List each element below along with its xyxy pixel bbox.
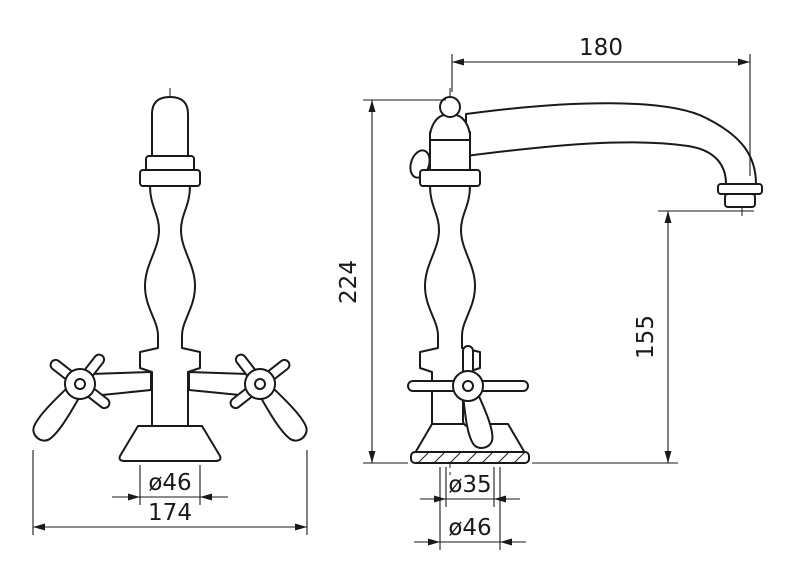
spout-outlet-flange [717, 183, 763, 195]
arrowhead [500, 538, 512, 546]
side-handle-lever [462, 395, 494, 449]
dimension-label-overall-width: 174 [148, 500, 192, 526]
left-cross-handle [32, 353, 111, 442]
arrowhead [664, 211, 672, 223]
side-view: 180 224 155 ø35 [336, 35, 763, 550]
spout [465, 102, 757, 185]
side-flange [419, 169, 481, 187]
dimension-overall-width: 174 [32, 450, 308, 535]
arrowhead [128, 493, 140, 501]
base-plate-hatching [417, 451, 526, 464]
arrowhead [368, 100, 376, 112]
right-handle-lever [260, 388, 308, 442]
dimension-label-shank-diameter: ø35 [448, 472, 491, 498]
right-cross-handle [229, 353, 308, 442]
dimension-label-side-base-diameter: ø46 [448, 515, 491, 541]
dimension-label-overall-height: 224 [336, 260, 362, 304]
right-handle-hub-center [254, 378, 266, 390]
dimension-label-front-base-diameter: ø46 [148, 470, 191, 496]
arrowhead [368, 451, 376, 463]
finial-ball [439, 96, 461, 118]
dimension-label-spout-reach: 180 [579, 35, 623, 61]
arrowhead [738, 58, 750, 66]
left-handle-lever [32, 388, 80, 442]
dimension-side-base-diameter: ø46 [414, 467, 526, 550]
spout-aerator [724, 193, 756, 208]
arrowhead [200, 493, 212, 501]
dimension-overall-height: 224 [336, 99, 446, 464]
front-view: ø46 174 [32, 88, 308, 535]
arrowhead [452, 58, 464, 66]
dimension-front-base-diameter: ø46 [112, 465, 228, 505]
front-top-barrel [151, 96, 189, 163]
arrowhead [664, 451, 672, 463]
front-flange [139, 169, 201, 187]
dimension-label-outlet-height: 155 [633, 315, 659, 359]
dimension-shank-diameter: ø35 [420, 467, 520, 507]
left-handle-hub-center [74, 378, 86, 390]
arrowhead [295, 523, 307, 531]
front-body [139, 185, 201, 429]
dimension-outlet-height: 155 [532, 210, 754, 464]
arrowhead [428, 538, 440, 546]
front-base-skirt [118, 425, 222, 462]
arrowhead [33, 523, 45, 531]
side-base-plate [410, 451, 530, 464]
side-cross-handle [407, 345, 529, 449]
side-handle-hub-center [462, 380, 474, 392]
dimension-spout-reach: 180 [451, 35, 751, 176]
